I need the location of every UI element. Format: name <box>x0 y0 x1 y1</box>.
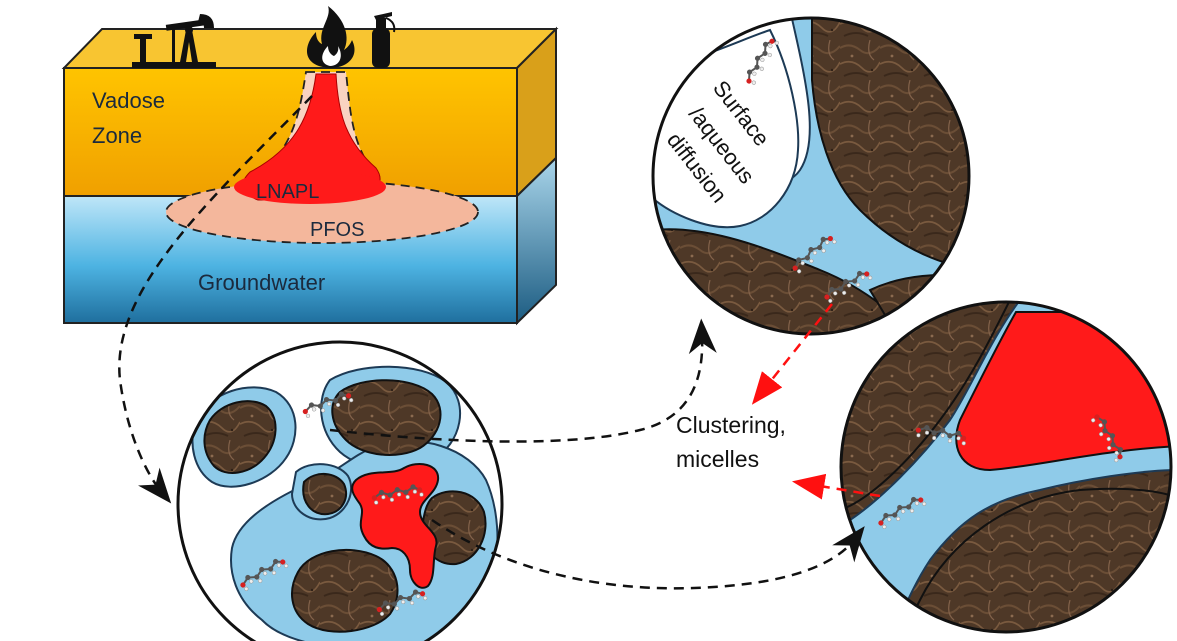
arrow-surface-to-clustering <box>751 303 833 405</box>
clustering-label-line2: micelles <box>676 446 759 472</box>
clustering-arrows <box>751 303 881 500</box>
pfos-label: PFOS <box>310 219 364 241</box>
groundwater-label: Groundwater <box>198 270 325 295</box>
clustering-label-line1: Clustering, <box>676 412 786 438</box>
pfos-molecule-icon <box>915 425 967 446</box>
arrow-block-to-pore <box>118 95 313 504</box>
lnapl-label: LNAPL <box>256 181 319 203</box>
pfos-molecule-icon <box>240 558 289 591</box>
oil-pumpjack-icon <box>132 14 216 68</box>
vadose-zone-label-line1: Vadose <box>92 88 165 113</box>
surface-diffusion-zoom: Surface /aqueous diffusion <box>651 16 971 336</box>
pfos-molecule-icon <box>746 38 779 85</box>
fire-extinguisher-icon <box>372 12 396 68</box>
pfos-molecule-icon <box>824 270 873 303</box>
vadose-zone-label-line2: Zone <box>92 123 142 148</box>
pfos-molecule-icon <box>371 484 424 505</box>
pore-scale-zoom <box>176 340 504 641</box>
pfos-molecule-icon <box>1091 414 1124 463</box>
arrow-pore-to-lnapl <box>431 518 865 590</box>
arrow-lnapl-to-clustering <box>791 473 881 500</box>
pfos-molecule-icon <box>792 235 837 274</box>
pfos-molecule-icon <box>376 589 428 616</box>
fire-icon <box>307 6 355 68</box>
transport-arrows <box>118 95 865 590</box>
pfos-molecule-icon <box>302 391 354 418</box>
arrow-pore-to-surface <box>329 318 717 443</box>
lnapl-clustering-zoom <box>839 300 1173 634</box>
pfos-molecule-icons <box>240 38 1124 616</box>
pfos-molecule-icon <box>878 496 927 529</box>
pfos-plume <box>165 180 479 244</box>
